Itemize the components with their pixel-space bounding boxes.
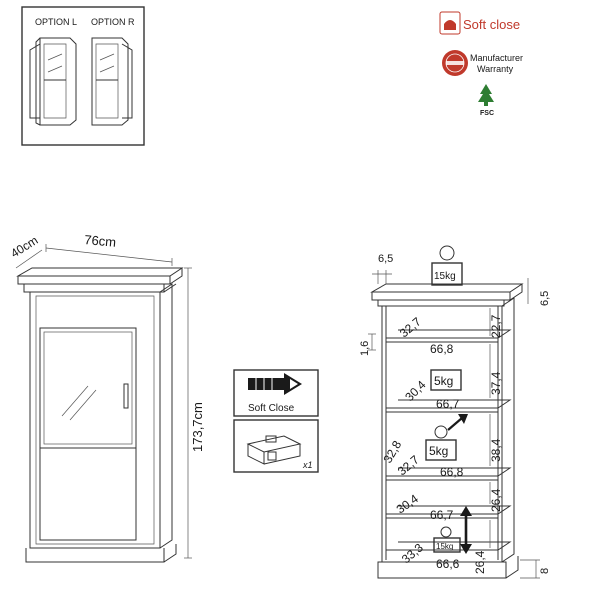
top-offset-label: 6,5 <box>378 253 393 265</box>
shelf-1-depth-label: 32,7 <box>397 314 424 340</box>
top-offset-right-label: 6,5 <box>539 291 551 306</box>
hinge-qty-label: x1 <box>302 460 313 470</box>
front-view-cabinet <box>16 267 184 563</box>
bottom-load-tag: 15kg <box>433 526 461 553</box>
shelf-5-height-label: 26,4 <box>473 550 487 574</box>
front-view-dimensions <box>15 244 192 559</box>
front-width-label: 76cm <box>84 232 117 250</box>
shelf-4-depth-label: 30,4 <box>394 491 421 516</box>
fsc-label: FSC <box>480 110 494 117</box>
shelf-1-height-label: 22,7 <box>489 314 503 338</box>
shelf-1-width-label: 66,8 <box>430 342 454 356</box>
weight-hook-icon <box>439 245 455 261</box>
shelf-5-width-label: 66,6 <box>436 557 460 571</box>
warranty-line-2: Warranty <box>477 64 514 74</box>
soft-close-arrow-icon <box>248 378 284 390</box>
soft-close-badge: Soft close <box>439 11 520 35</box>
shelf-3-height-label: 38,4 <box>489 438 503 462</box>
fsc-badge: FSC <box>478 84 494 117</box>
soft-close-feature-label: Soft Close <box>248 403 295 414</box>
shelf-load-tag-1: 5kg <box>430 369 462 391</box>
door-handle-icon <box>123 383 129 409</box>
top-load-tag: 15kg <box>431 245 463 286</box>
top-load-label: 15kg <box>434 271 456 282</box>
warranty-badge: Manufacturer Warranty <box>442 50 523 76</box>
bottom-load-label: 15kg <box>436 542 453 551</box>
soft-close-icon <box>444 20 456 30</box>
hinge-icon <box>246 435 302 465</box>
shelf-load-tag-2: 5kg <box>425 425 457 461</box>
warranty-line-1: Manufacturer <box>470 53 523 63</box>
shelf-load-1-label: 5kg <box>434 374 453 388</box>
interior-view-cabinet <box>370 283 524 579</box>
interior-dimension-lines <box>368 270 540 579</box>
shelf-3-depth-b-label: 32,7 <box>395 452 422 478</box>
shelf-load-2-label: 5kg <box>429 444 448 458</box>
soft-close-badge-label: Soft close <box>463 17 520 32</box>
left-gap-label: 1,6 <box>359 341 371 356</box>
front-depth-label: 40cm <box>8 233 40 260</box>
soft-close-feature-box: Soft Close <box>233 369 319 417</box>
option-right-label: OPTION R <box>91 17 135 27</box>
option-left-label: OPTION L <box>35 17 77 27</box>
hinge-feature-box: x1 <box>233 419 319 473</box>
weight-hook-icon-2 <box>434 425 448 439</box>
front-height-label: 173,7cm <box>190 402 205 452</box>
weight-hook-icon-3 <box>440 526 452 538</box>
vertical-adjust-arrow-icon <box>460 506 472 554</box>
option-box: OPTION L OPTION R <box>21 6 145 146</box>
option-right-cabinet-icon <box>91 37 133 126</box>
option-left-cabinet-icon <box>29 37 77 126</box>
shelf-4-width-label: 66,7 <box>430 508 454 522</box>
shelf-4-height-label: 26,4 <box>489 488 503 512</box>
shelf-2-height-label: 37,4 <box>489 371 503 395</box>
plinth-height-label: 8 <box>539 568 551 574</box>
shelf-2-width-label: 66,7 <box>436 397 460 411</box>
shelf-adjust-arrow-icon <box>458 414 468 424</box>
fsc-tree-icon <box>478 84 494 106</box>
shelf-3-width-label: 66,8 <box>440 465 464 479</box>
